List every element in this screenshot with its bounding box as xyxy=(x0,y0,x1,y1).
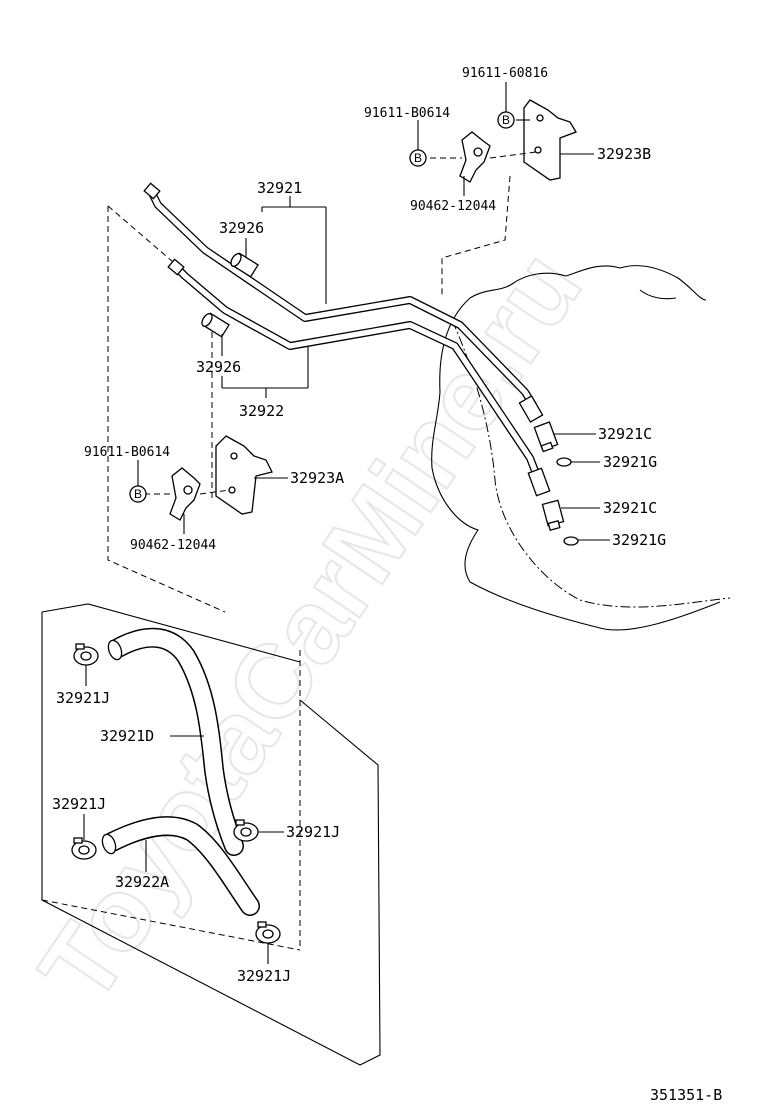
union-32921C-1 xyxy=(533,421,559,453)
bolt-symbol-top-right: B xyxy=(497,111,515,129)
label-32921J-2: 32921J xyxy=(52,795,106,813)
label-32923B: 32923B xyxy=(597,145,651,163)
label-32921J-4: 32921J xyxy=(237,967,291,985)
clamp-90462-12044-left xyxy=(169,467,201,521)
hose-clip-32921J-3 xyxy=(233,819,259,842)
svg-text:B: B xyxy=(502,113,510,127)
transmission-housing-outline xyxy=(431,265,731,631)
label-32926-top: 32926 xyxy=(219,219,264,237)
label-32921C-2: 32921C xyxy=(603,499,657,517)
bolt-symbol-top-left: B xyxy=(409,149,427,167)
hose-32921D xyxy=(107,627,244,856)
oring-32921G-2 xyxy=(563,536,579,546)
label-32921J-1: 32921J xyxy=(56,689,110,707)
label-90462-12044-top: 90462-12044 xyxy=(410,199,496,214)
label-32921C-1: 32921C xyxy=(598,425,652,443)
hose-clip-32921J-2 xyxy=(71,837,97,860)
label-32921J-3: 32921J xyxy=(286,823,340,841)
label-91611-60816: 91611-60816 xyxy=(462,66,548,81)
label-32921G-1: 32921G xyxy=(603,453,657,471)
hose-clip-32921J-1 xyxy=(73,643,99,666)
fuel-pipe-32922 xyxy=(167,258,541,480)
bracket-32923A xyxy=(215,435,273,515)
label-91611-B0614-left: 91611-B0614 xyxy=(84,445,170,460)
label-32926-bottom: 32926 xyxy=(196,358,241,376)
sleeve-32926-lower xyxy=(201,312,230,338)
bolt-symbol-left: B xyxy=(129,485,147,503)
part-labels: 91611-60816 91611-B0614 32923B 90462-120… xyxy=(52,66,722,1104)
label-32921G-2: 32921G xyxy=(612,531,666,549)
oring-32921G-1 xyxy=(556,457,572,467)
union-32921C-2 xyxy=(541,499,565,531)
sleeve-32926-upper xyxy=(230,252,259,278)
watermark-text: ToyotaCarMine.ru xyxy=(18,231,604,1022)
label-32921: 32921 xyxy=(257,179,302,197)
hose-panel xyxy=(41,603,381,1066)
clamp-90462-12044-top xyxy=(459,131,491,183)
pipe-fittings xyxy=(518,395,551,497)
label-32921D: 32921D xyxy=(100,727,154,745)
label-90462-12044-left: 90462-12044 xyxy=(130,538,216,553)
fuel-pipe-32921 xyxy=(143,182,537,409)
svg-text:B: B xyxy=(414,151,422,165)
figure-code: 351351-B xyxy=(650,1086,722,1104)
leader-lines xyxy=(83,82,610,964)
label-32922: 32922 xyxy=(239,402,284,420)
label-32923A: 32923A xyxy=(290,469,344,487)
hose-clip-32921J-4 xyxy=(255,921,281,944)
svg-text:B: B xyxy=(134,487,142,501)
label-32922A: 32922A xyxy=(115,873,169,891)
bracket-32923B xyxy=(523,99,577,181)
hose-32922A xyxy=(101,816,260,916)
label-91611-B0614-top: 91611-B0614 xyxy=(364,106,450,121)
